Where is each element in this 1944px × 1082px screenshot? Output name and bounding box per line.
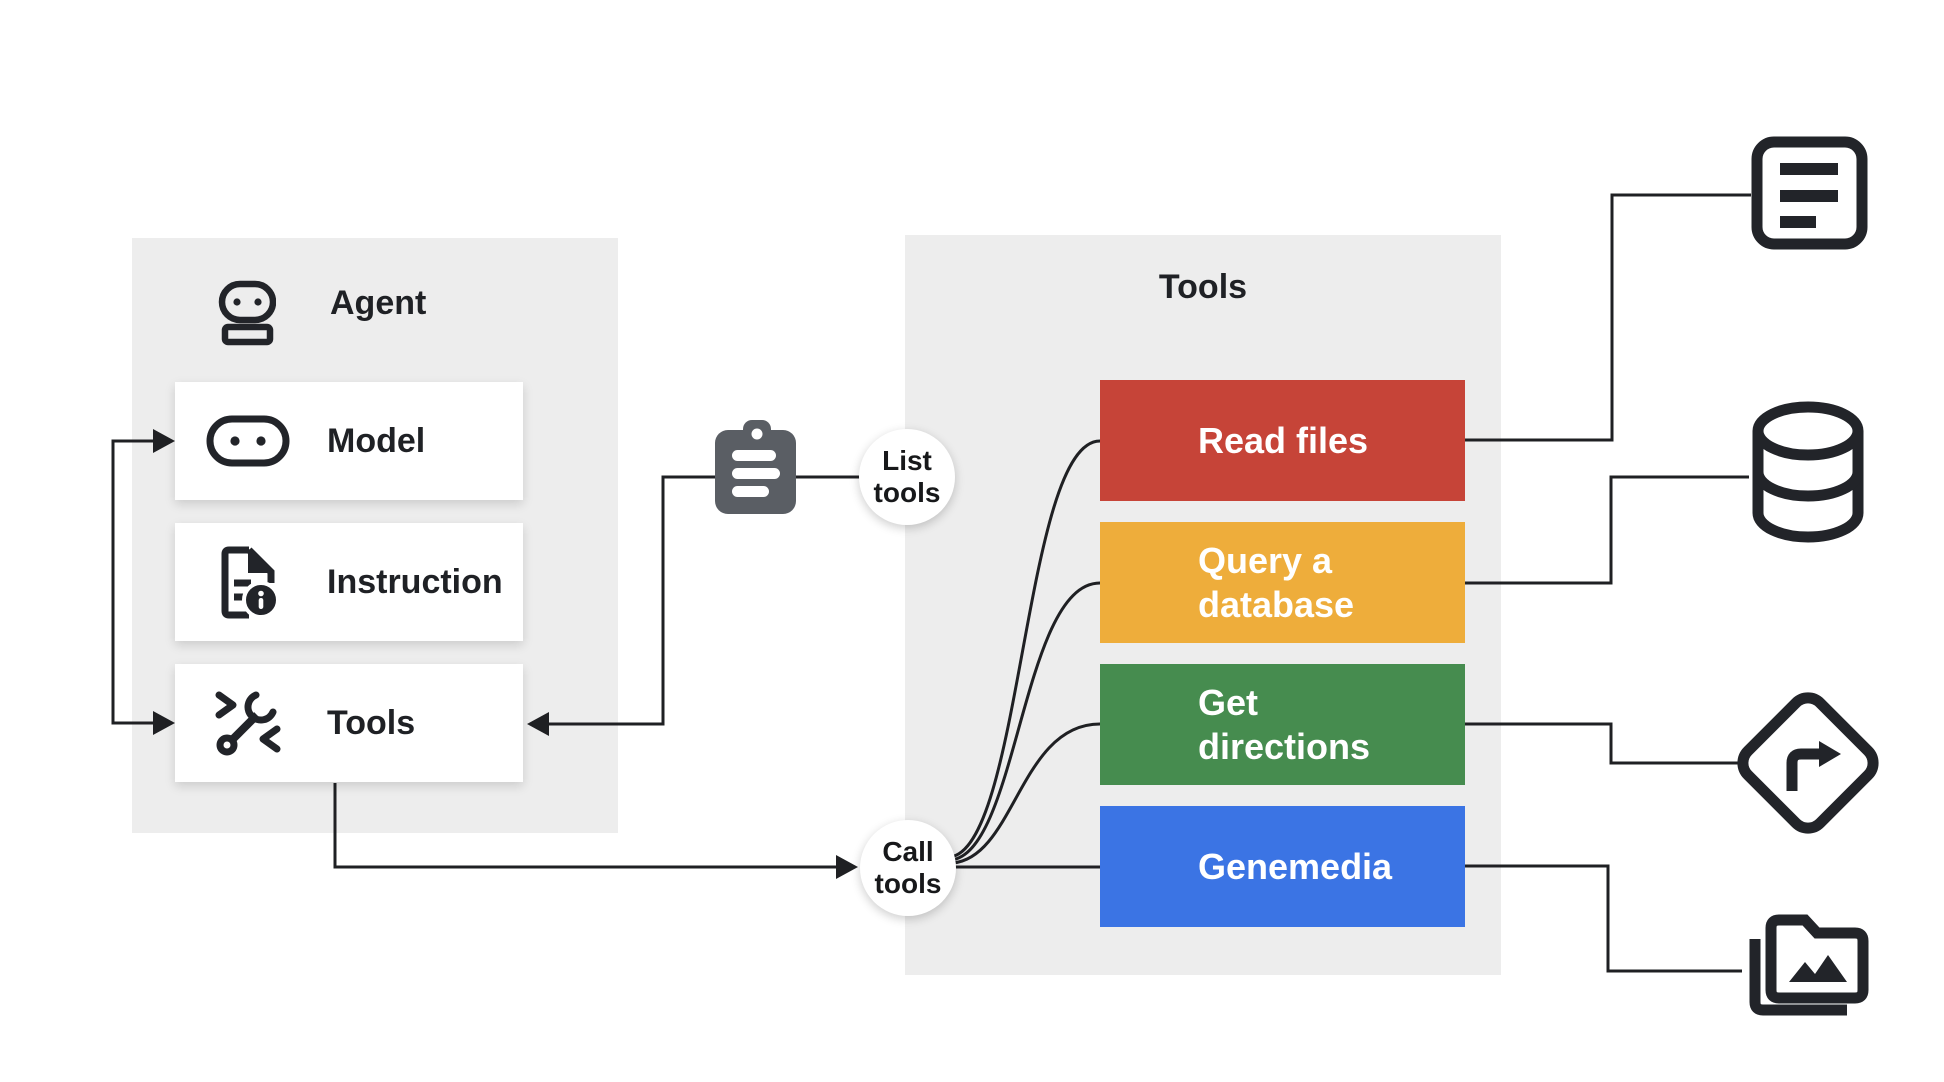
arrow-into-model-and-tools [111, 439, 171, 725]
model-box: Model [175, 382, 523, 500]
line-directions-to-sign [1465, 722, 1740, 765]
tools-label: Tools [327, 703, 416, 742]
line-tools-to-call-tools [333, 783, 853, 869]
tools-box: Tools [175, 664, 523, 782]
query-database-box: Query a database [1100, 522, 1465, 643]
get-directions-box: Get directions [1100, 664, 1465, 785]
agent-panel-title: Agent [330, 284, 427, 322]
genemedia-box: Genemedia [1100, 806, 1465, 927]
curve-call-to-get-directions [952, 722, 1101, 865]
database-icon [1752, 400, 1864, 550]
arrowhead-into-tools-box [527, 712, 549, 736]
curve-call-to-read-files [949, 439, 1101, 859]
call-tools-node: Call tools [860, 820, 956, 916]
arrowhead-call-tools [836, 855, 858, 879]
line-query-to-database [1465, 475, 1749, 585]
robot-head-icon [205, 415, 291, 467]
instruction-label: Instruction [327, 562, 503, 601]
line-genemedia-to-media [1465, 864, 1742, 973]
wrench-code-icon [205, 689, 291, 757]
instruction-box: Instruction [175, 523, 523, 641]
curve-call-to-query-database [950, 581, 1101, 862]
turn-directions-icon [1735, 690, 1881, 841]
line-read-files-to-notes [1465, 193, 1751, 442]
list-tools-node: List tools [859, 429, 955, 525]
model-label: Model [327, 421, 426, 460]
agent-robot-icon [218, 280, 277, 351]
clipboard-list-icon [712, 414, 802, 523]
arrowhead-tools [153, 711, 175, 735]
notes-document-icon [1750, 135, 1868, 256]
read-files-box: Read files [1100, 380, 1465, 501]
media-folder-icon [1745, 905, 1871, 1030]
arrowhead-model [153, 429, 175, 453]
line-list-tools-to-tools [532, 475, 860, 726]
document-info-icon [205, 543, 291, 621]
tools-panel-title: Tools [1158, 268, 1248, 306]
